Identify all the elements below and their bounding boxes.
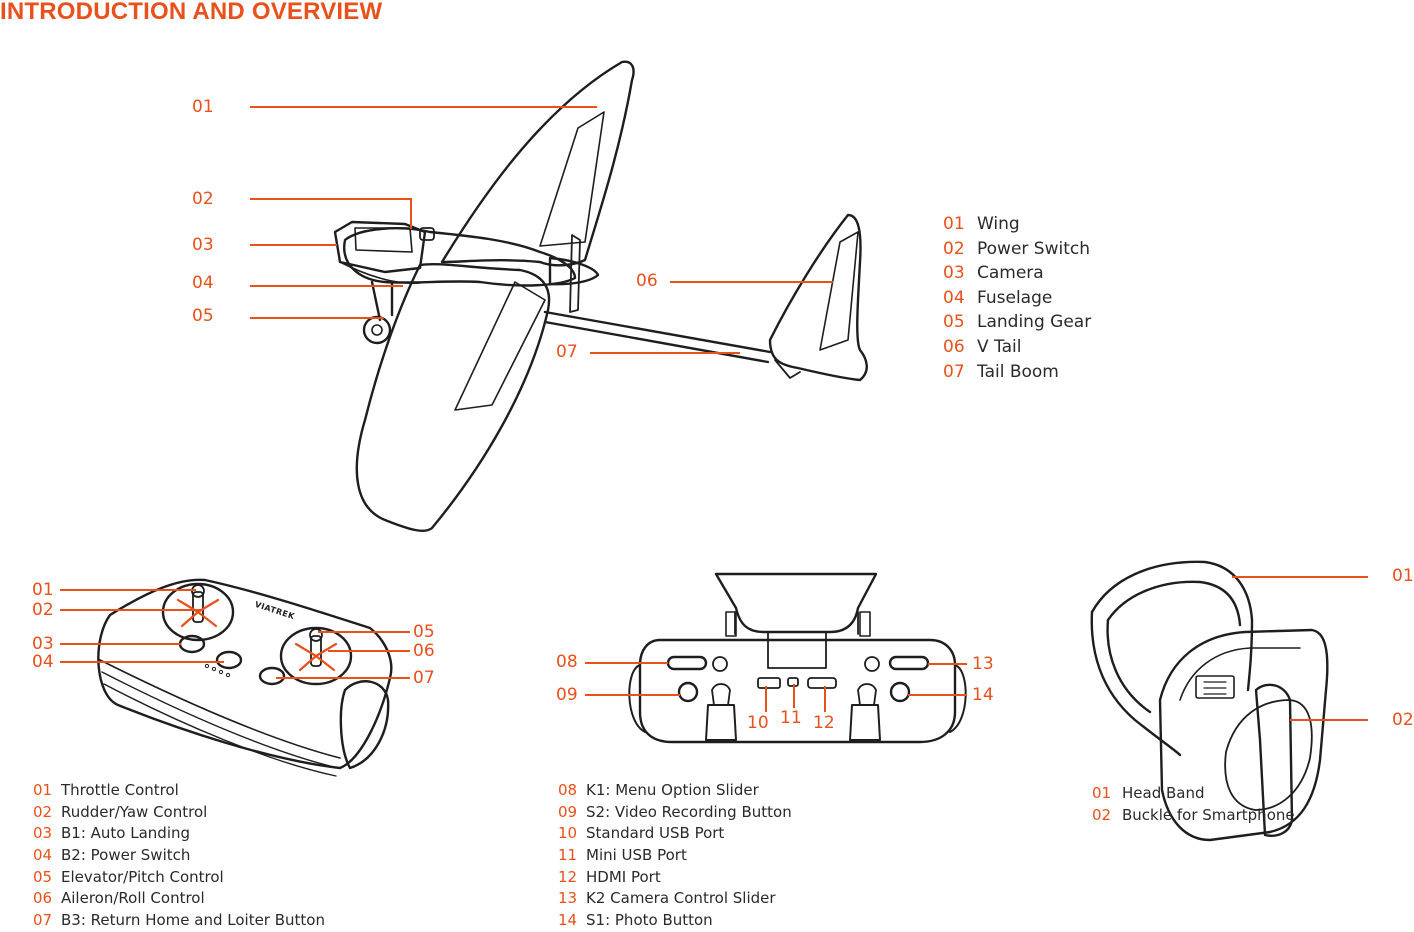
remote-back-callout-14: 14: [972, 685, 994, 705]
v-tail: [768, 213, 868, 382]
page-title: INTRODUCTION AND OVERVIEW: [0, 0, 383, 25]
aircraft-callout-05: 05: [192, 306, 214, 326]
goggles-illustration: [1090, 560, 1329, 842]
landing-gear: [370, 280, 394, 322]
phone-buckle: [1254, 683, 1294, 837]
viewer-box: [1158, 628, 1329, 842]
aircraft-callout-07: 07: [556, 342, 578, 362]
remote-back-body: [638, 638, 957, 744]
remote-back-callout-10: 10: [747, 713, 769, 733]
lower-wing: [355, 262, 551, 532]
remote-top-callout-06: 06: [413, 641, 435, 661]
goggles-callout-02: 02: [1392, 710, 1414, 730]
remote-back-callout-13: 13: [972, 654, 994, 674]
aircraft-illustration: [333, 60, 868, 532]
fuselage: [343, 227, 577, 287]
aircraft-callout-01: 01: [192, 97, 214, 117]
remote-back-callout-09: 09: [556, 685, 578, 705]
upper-wing: [440, 60, 635, 267]
remote-back-callout-08: 08: [556, 652, 578, 672]
remote-top-body: [97, 578, 393, 770]
remote-top-callout-01: 01: [32, 580, 54, 600]
remote-top-callout-04: 04: [32, 652, 54, 672]
lower-aileron: [454, 281, 546, 411]
remote-back-callout-12: 12: [813, 713, 835, 733]
aircraft-callout-03: 03: [192, 235, 214, 255]
stick-arrows: [176, 598, 338, 672]
remote-back-illustration: [628, 572, 967, 744]
aircraft-callout-02: 02: [192, 189, 214, 209]
camera-body: [333, 220, 427, 274]
remote-top-callout-03: 03: [32, 634, 54, 654]
remote-back-callout-11: 11: [780, 708, 802, 728]
remote-top-illustration: [97, 578, 393, 777]
upper-aileron: [539, 111, 605, 247]
tail-boom: [543, 310, 772, 364]
phone-holder: [714, 572, 878, 634]
remote-top-callout-02: 02: [32, 600, 54, 620]
aircraft-callout-04: 04: [192, 273, 214, 293]
head-band: [1090, 560, 1254, 692]
leader-lines: [60, 106, 1368, 721]
goggles-callout-01: 01: [1392, 566, 1414, 586]
remote-top-callout-05: 05: [413, 622, 435, 642]
aircraft-callout-06: 06: [636, 271, 658, 291]
remote-top-callout-07: 07: [413, 668, 435, 688]
